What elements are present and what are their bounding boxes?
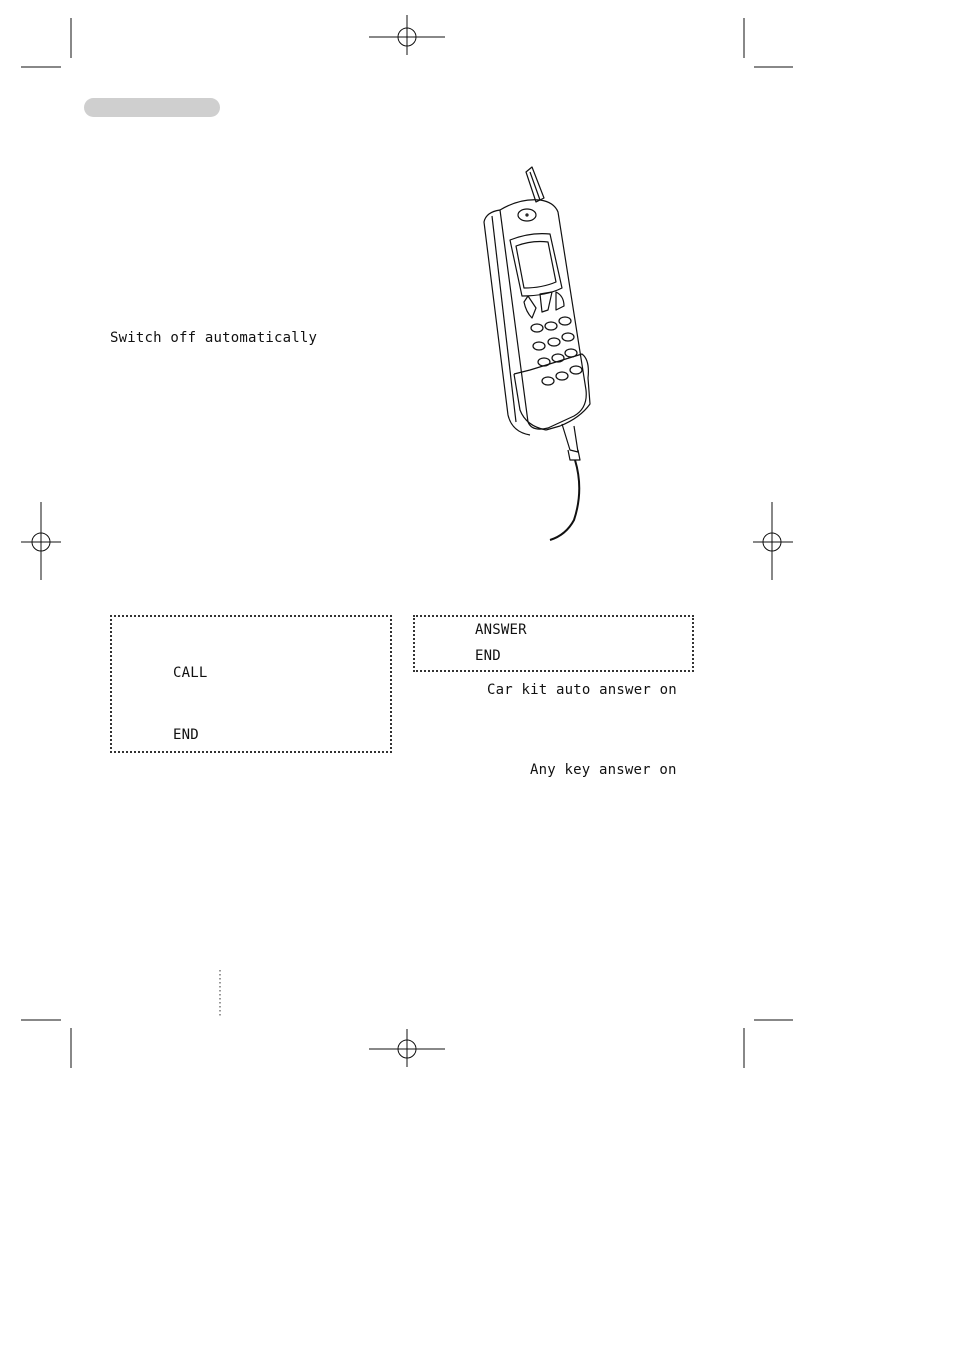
end-key-label-right: END	[475, 648, 501, 664]
phone-illustration	[483, 166, 591, 541]
section-tab	[84, 98, 220, 117]
answer-key-label: ANSWER	[475, 622, 527, 638]
any-key-text: Any key answer on	[530, 762, 677, 778]
end-key-label: END	[173, 727, 199, 743]
switch-off-text: Switch off automatically	[110, 330, 318, 346]
call-key-label: CALL	[173, 665, 208, 681]
key-box-left: CALL END	[110, 615, 392, 753]
key-box-right: ANSWER END	[413, 615, 694, 672]
registration-mark-icon	[21, 15, 793, 1067]
car-kit-text: Car kit auto answer on	[487, 682, 677, 698]
